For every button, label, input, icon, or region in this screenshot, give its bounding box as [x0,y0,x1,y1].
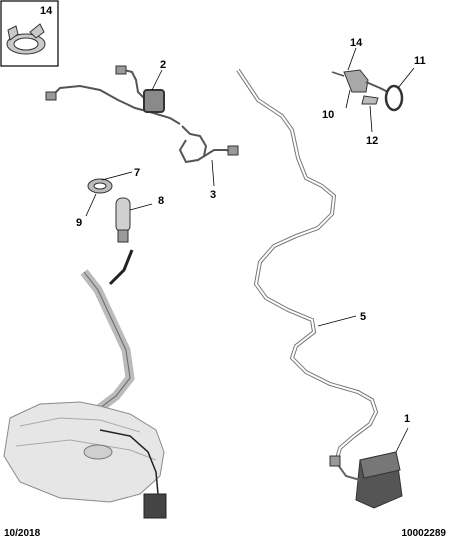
callout-3: 3 [210,189,216,201]
part-2-vapour-harness [45,65,181,125]
leader-5 [317,315,357,327]
footer-date: 10/2018 [4,528,41,539]
part-5-long-pipe [236,68,379,463]
inset-box-part-14: 14 [0,0,59,67]
callout-14-inset: 14 [40,5,53,17]
callout-5: 5 [360,311,366,323]
leader-9 [85,193,97,217]
part-9-clamp [87,178,113,194]
callout-2: 2 [160,59,166,71]
footer-reference: 10002289 [401,528,447,539]
part-1-canister [329,451,403,509]
callout-7: 7 [134,167,140,179]
leader-12 [369,105,373,133]
leader-14 [347,47,357,71]
callout-14: 14 [350,37,363,49]
leader-8 [129,203,153,211]
valve-cluster-10-11-12-14 [331,69,404,112]
callout-9: 9 [76,217,82,229]
hose-clamp-icon [6,23,46,55]
part-3-pipe [178,125,239,164]
callout-12: 12 [366,135,378,147]
fuel-tank-assembly [3,249,167,519]
leader-2 [151,69,163,91]
callout-11: 11 [414,55,426,67]
callout-8: 8 [158,195,164,207]
leader-1 [395,427,409,453]
leader-7 [101,171,133,181]
leader-10 [345,89,351,109]
part-8-canister-small [115,197,131,243]
leader-11 [397,67,415,89]
callout-1: 1 [404,413,410,425]
callout-10: 10 [322,109,334,121]
leader-3 [211,159,215,187]
